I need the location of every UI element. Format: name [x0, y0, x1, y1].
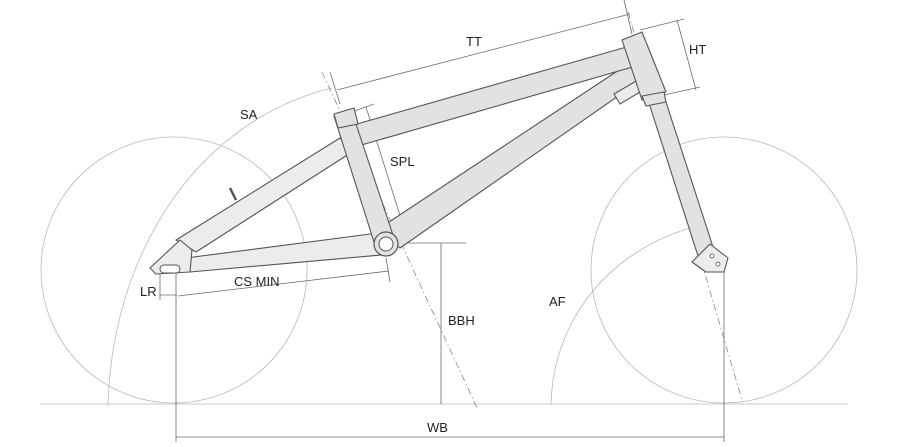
fork-angle-arc — [550, 227, 691, 406]
tt-extension-left — [329, 71, 341, 105]
label-tt: TT — [466, 34, 482, 49]
label-lr: LR — [140, 284, 157, 299]
label-wb: WB — [427, 420, 448, 435]
cs-min-extension — [385, 257, 391, 283]
label-sa: SA — [240, 107, 258, 122]
ht-extension-top — [639, 18, 685, 31]
brake-mount — [228, 187, 238, 201]
label-bbh: BBH — [448, 313, 475, 328]
fork-hole-1 — [709, 253, 715, 259]
seat-stay — [175, 137, 353, 253]
label-af: AF — [549, 294, 566, 309]
fork-blade — [647, 95, 715, 257]
ht-dimension-line — [676, 19, 697, 91]
seat-collar — [333, 107, 359, 129]
cs-min-dimension-line — [177, 270, 390, 297]
label-spl: SPL — [390, 154, 415, 169]
label-cs-min: CS MIN — [234, 274, 280, 289]
fork-hole-2 — [715, 261, 721, 267]
spl-extension-top — [351, 103, 375, 113]
tt-extension-right — [623, 0, 633, 35]
label-ht: HT — [689, 42, 706, 57]
bottom-bracket-inner — [378, 236, 394, 252]
head-tube-centerline — [627, 11, 743, 401]
rear-wheel — [40, 136, 308, 404]
head-tube — [621, 31, 667, 101]
ht-extension-bottom — [663, 86, 701, 96]
fork-crown — [641, 91, 667, 107]
seat-angle-arc — [107, 87, 333, 407]
rear-dropout — [149, 239, 193, 275]
tt-dimension-line — [336, 13, 631, 91]
rear-axle-slot — [159, 264, 181, 274]
